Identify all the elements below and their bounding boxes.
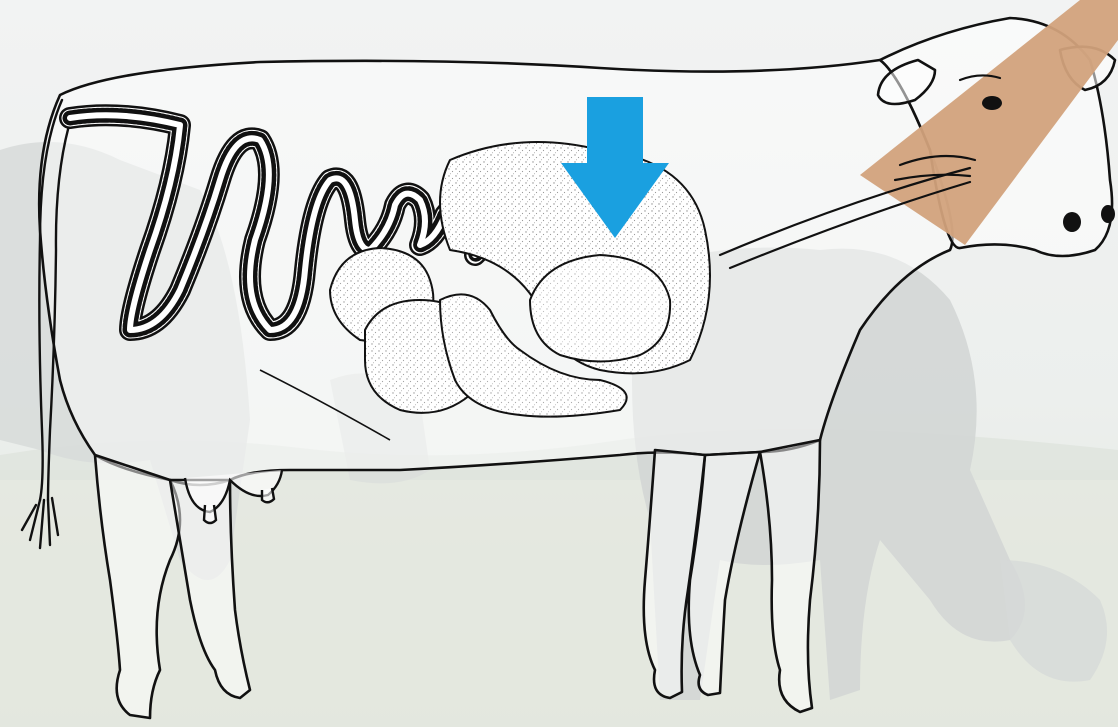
cow-eye (982, 96, 1002, 110)
cow-nostril-right (1101, 205, 1115, 223)
cow-nostril-left (1063, 212, 1081, 232)
